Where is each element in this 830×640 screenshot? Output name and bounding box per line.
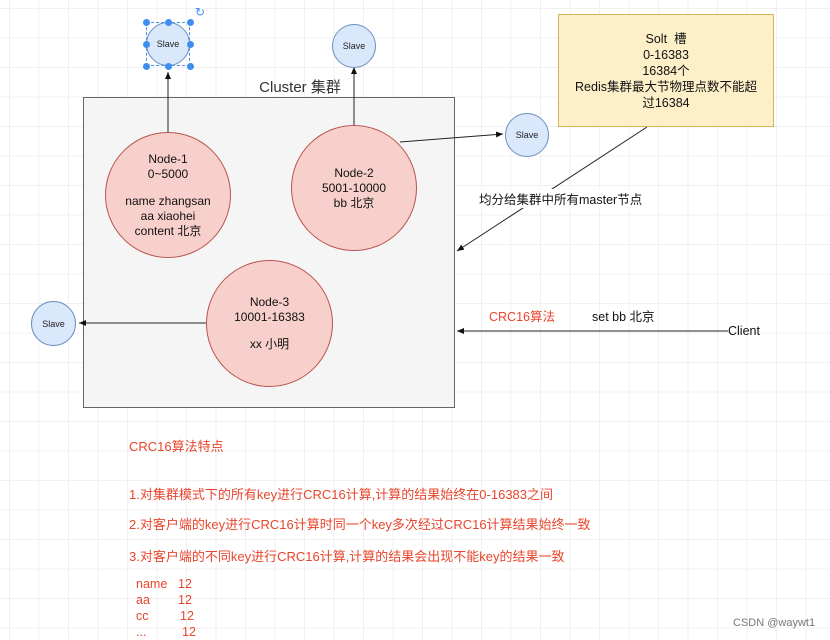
note-item: 3.对客户端的不同key进行CRC16计算,计算的结果会出现不能key的结果一致: [129, 549, 565, 564]
slave-label: Slave: [515, 130, 539, 140]
slot-line: Redis集群最大节物理点数不能超: [575, 79, 757, 94]
crc16-label: CRC16算法: [489, 310, 555, 324]
watermark: CSDN @waywt1: [733, 617, 816, 629]
node-1[interactable]: Node-1 0~5000 name zhangsan aa xiaohei c…: [105, 132, 231, 258]
node-1-key: name zhangsan: [125, 193, 211, 208]
example-value: 12: [178, 593, 192, 607]
example-key: name: [136, 577, 168, 591]
cluster-title: Cluster 集群: [259, 79, 341, 96]
slave-label: Slave: [42, 318, 65, 329]
example-list: name 12 aa 12 cc 12 ... 12: [136, 576, 196, 640]
node-3[interactable]: Node-3 10001-16383 xx 小明: [206, 260, 333, 387]
example-row: name 12: [136, 576, 196, 592]
slot-line: 过16384: [642, 95, 690, 110]
node-1-key: content 北京: [134, 223, 202, 238]
node-1-key: aa xiaohei: [140, 208, 196, 223]
node-2-key: bb 北京: [333, 195, 375, 210]
node-2[interactable]: Node-2 5001-10000 bb 北京: [291, 125, 417, 251]
slave-node-2-right[interactable]: Slave: [505, 113, 549, 157]
resize-handle[interactable]: [143, 41, 150, 48]
notes-title: CRC16算法特点: [129, 439, 224, 454]
resize-handle[interactable]: [165, 19, 172, 26]
note-item: 2.对客户端的key进行CRC16计算时同一个key多次经过CRC16计算结果始…: [129, 517, 591, 532]
distribute-label: 均分给集群中所有master节点: [479, 189, 643, 208]
slot-line: Solt 槽: [645, 31, 687, 46]
example-value: 12: [180, 609, 194, 623]
client-label[interactable]: Client: [728, 324, 760, 338]
example-key: aa: [136, 593, 150, 607]
node-3-key: xx 小明: [249, 337, 290, 351]
slot-line: 0-16383: [643, 47, 689, 62]
example-key: cc: [136, 609, 149, 623]
example-row: cc 12: [136, 608, 196, 624]
slave-node-1[interactable]: Slave: [146, 22, 190, 66]
slave-label: Slave: [156, 39, 180, 49]
slot-info-box[interactable]: Solt 槽 0-16383 16384个 Redis集群最大节物理点数不能超 …: [558, 14, 774, 127]
example-row: aa 12: [136, 592, 196, 608]
rotate-handle-icon[interactable]: ↻: [195, 5, 206, 19]
node-1-range: 0~5000: [147, 166, 189, 181]
resize-handle[interactable]: [187, 41, 194, 48]
slave-label: Slave: [342, 41, 366, 51]
note-item: 1.对集群模式下的所有key进行CRC16计算,计算的结果始终在0-16383之…: [129, 487, 554, 502]
node-3-name: Node-3: [249, 295, 290, 309]
example-value: 12: [182, 625, 196, 639]
resize-handle[interactable]: [187, 19, 194, 26]
example-key: ...: [136, 625, 147, 639]
command-label: set bb 北京: [592, 310, 655, 324]
node-2-name: Node-2: [334, 165, 374, 180]
slot-line: 16384个: [642, 63, 690, 78]
node-2-range: 5001-10000: [321, 180, 387, 195]
resize-handle[interactable]: [187, 63, 194, 70]
slave-node-3[interactable]: Slave: [31, 301, 76, 346]
resize-handle[interactable]: [143, 19, 150, 26]
node-3-range: 10001-16383: [234, 310, 305, 324]
resize-handle[interactable]: [165, 63, 172, 70]
example-value: 12: [178, 577, 192, 591]
node-1-name: Node-1: [148, 151, 188, 166]
resize-handle[interactable]: [143, 63, 150, 70]
slave-node-2[interactable]: Slave: [332, 24, 376, 68]
example-row: ... 12: [136, 624, 196, 640]
